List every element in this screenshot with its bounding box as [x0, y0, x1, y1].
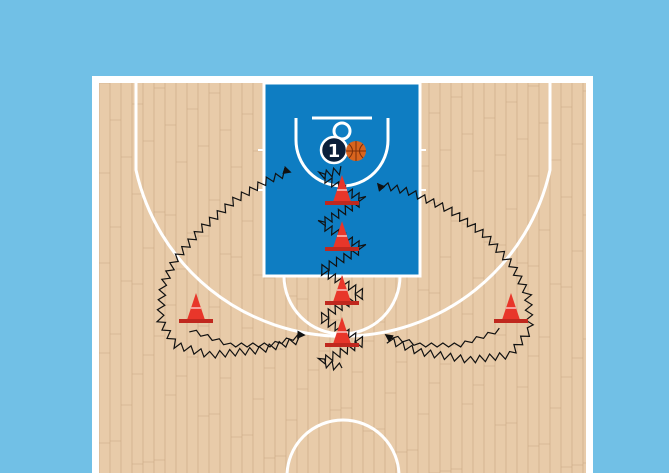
player-number: 1: [328, 141, 341, 162]
player-marker: 1: [321, 137, 347, 163]
basketball-icon: [346, 141, 366, 161]
